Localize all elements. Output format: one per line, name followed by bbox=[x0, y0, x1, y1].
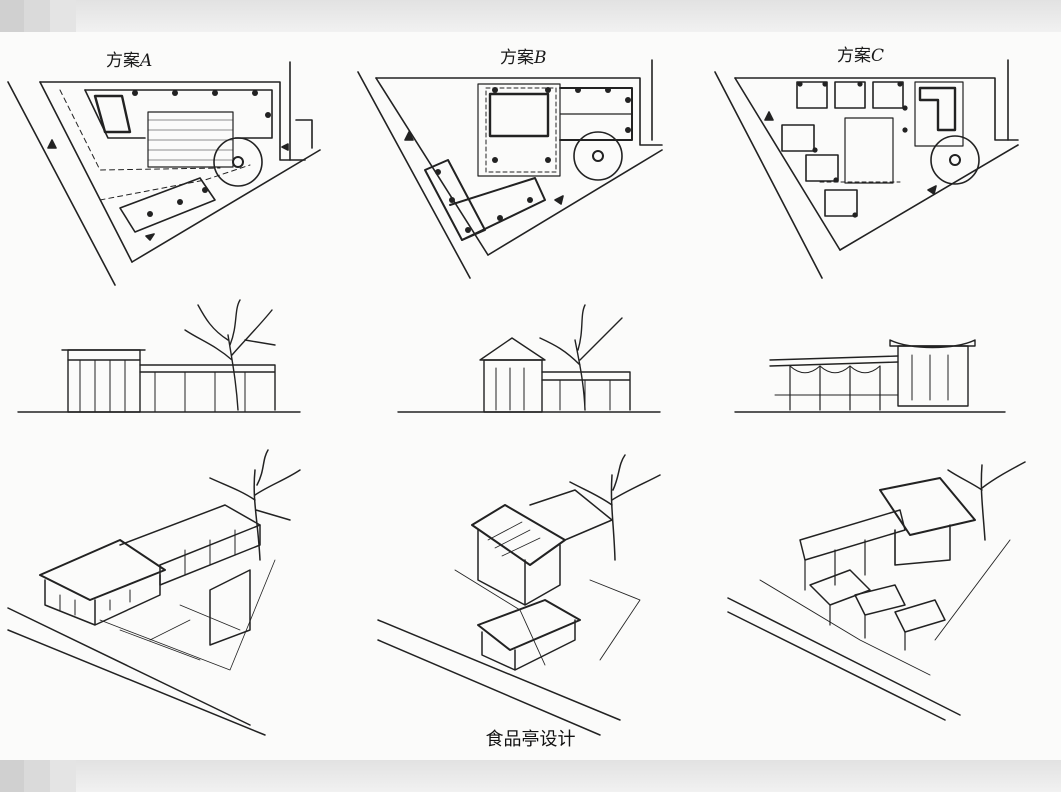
elevation-c-sketch bbox=[734, 339, 1006, 413]
plan-b-sketch bbox=[357, 59, 663, 279]
scheme-a-prefix: 方案 bbox=[106, 51, 140, 71]
scheme-c-letter: C bbox=[871, 46, 885, 66]
scheme-c-label: 方案C bbox=[837, 41, 884, 66]
perspective-b-sketch bbox=[377, 454, 661, 736]
perspective-c-sketch bbox=[727, 461, 1026, 721]
top-decor-stripe bbox=[0, 0, 1061, 32]
drawing-sheet bbox=[0, 32, 1061, 760]
scheme-b-letter: B bbox=[534, 48, 547, 68]
scheme-b-prefix: 方案 bbox=[500, 48, 534, 68]
scheme-a-letter: A bbox=[140, 51, 153, 71]
perspective-a-sketch bbox=[7, 449, 301, 736]
scheme-b-label: 方案B bbox=[500, 43, 547, 68]
bottom-decor-stripe bbox=[0, 760, 1061, 792]
scheme-c-prefix: 方案 bbox=[837, 46, 871, 66]
elevation-b-sketch bbox=[397, 304, 661, 413]
plan-a-sketch bbox=[7, 61, 321, 286]
figure-caption: 食品亭设计 bbox=[485, 729, 576, 750]
plan-c-sketch bbox=[714, 59, 1019, 279]
elevation-a-sketch bbox=[17, 299, 301, 413]
scheme-a-label: 方案A bbox=[106, 46, 152, 71]
